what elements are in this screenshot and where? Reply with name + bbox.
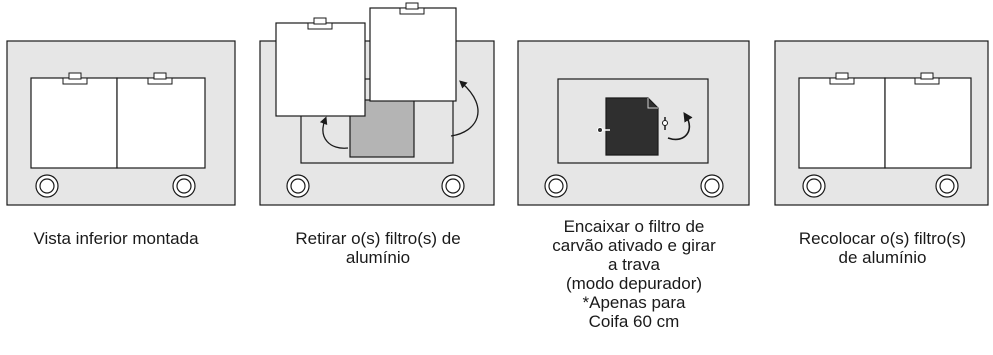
aluminum-filter-right	[116, 77, 206, 169]
step-3-install-charcoal-filter	[517, 40, 750, 206]
light-right-icon	[700, 174, 724, 198]
rotate-lock-arrow-icon	[667, 111, 693, 141]
filter-handle-icon	[307, 17, 333, 30]
light-right-icon	[172, 174, 196, 198]
filter-handle-icon	[829, 72, 855, 85]
charcoal-filter	[605, 97, 659, 156]
light-left-icon	[544, 174, 568, 198]
step-2-remove-filters	[259, 2, 495, 206]
light-right-icon	[441, 174, 465, 198]
aluminum-filter-lifted-left	[275, 22, 366, 117]
step-2-caption: Retirar o(s) filtro(s) de alumínio	[295, 229, 461, 267]
filter-handle-icon	[62, 72, 88, 85]
light-left-icon	[802, 174, 826, 198]
filter-handle-icon	[399, 2, 425, 15]
filter-handle-icon	[914, 72, 940, 85]
step-4-replace-filters	[774, 40, 989, 206]
aluminum-filter-left	[798, 77, 886, 169]
light-left-icon	[286, 174, 310, 198]
rotate-arrow-left-icon	[319, 116, 349, 149]
aluminum-filter-left	[30, 77, 118, 169]
step-4-caption: Recolocar o(s) filtro(s) de alumínio	[798, 229, 967, 267]
step-1-caption: Vista inferior montada	[33, 229, 199, 248]
light-left-icon	[35, 174, 59, 198]
step-3-caption: Encaixar o filtro de carvão ativado e gi…	[552, 217, 716, 331]
lock-pin-icon	[597, 117, 668, 133]
light-right-icon	[935, 174, 959, 198]
aluminum-filter-lifted-right	[369, 7, 457, 102]
aluminum-filter-right	[884, 77, 972, 169]
step-1-hood-bottom-view	[6, 40, 236, 206]
rotate-arrow-right-icon	[450, 80, 479, 137]
filter-handle-icon	[147, 72, 173, 85]
